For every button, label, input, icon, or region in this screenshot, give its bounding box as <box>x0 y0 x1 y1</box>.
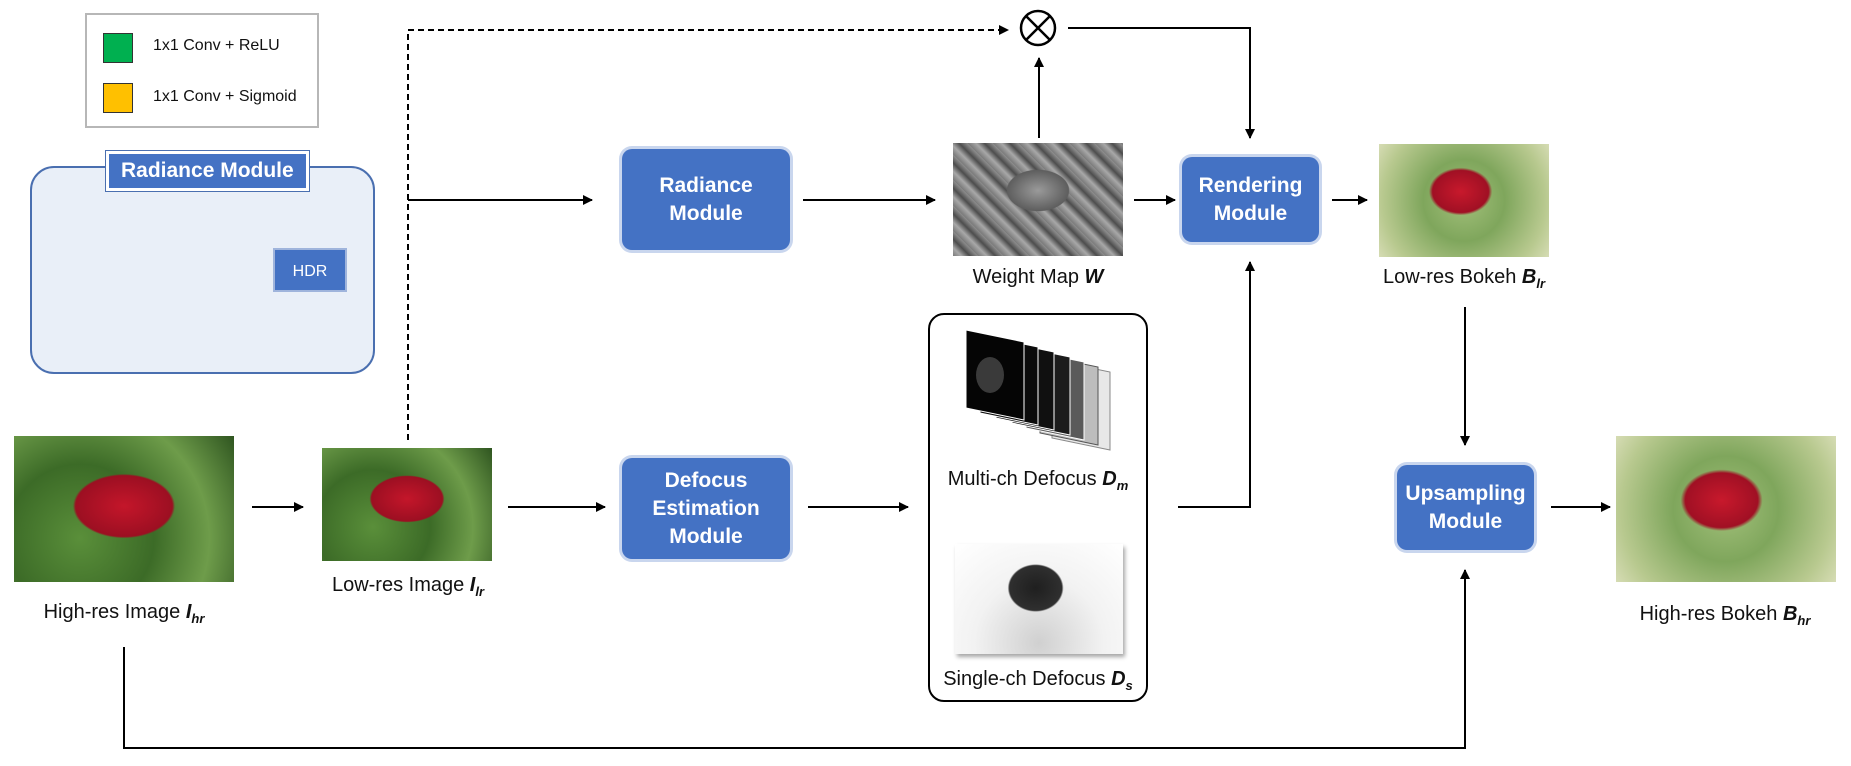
legend-sigmoid-label: 1x1 Conv + Sigmoid <box>153 88 297 105</box>
low-res-bokeh-label: Low-res Bokeh Blr <box>1382 266 1546 291</box>
low-res-image <box>322 448 492 561</box>
multiply-icon <box>1019 9 1057 47</box>
weight-map-label: Weight Map W <box>972 266 1104 288</box>
high-res-image <box>14 436 234 582</box>
radiance-inset-title: Radiance Module <box>106 151 309 191</box>
arrow-hr-skip-to-upsampling <box>123 569 1470 749</box>
high-res-image-label: High-res Image Ihr <box>43 601 205 626</box>
hdr-block: HDR <box>273 248 347 292</box>
single-channel-defocus-label: Single-ch Defocus Ds <box>943 668 1133 693</box>
legend-relu-swatch <box>103 33 133 63</box>
legend: 1x1 Conv + ReLU 1x1 Conv + Sigmoid <box>85 13 319 128</box>
legend-sigmoid-swatch <box>103 83 133 113</box>
weight-map-image <box>953 143 1123 256</box>
dashed-skip-connection <box>407 25 1009 440</box>
legend-relu-label: 1x1 Conv + ReLU <box>153 37 280 54</box>
multi-channel-defocus-label: Multi-ch Defocus Dm <box>947 468 1129 493</box>
high-res-bokeh-label: High-res Bokeh Bhr <box>1639 603 1811 628</box>
low-res-image-label: Low-res Image Ilr <box>331 574 485 599</box>
single-channel-defocus-image <box>955 544 1123 654</box>
low-res-bokeh-image <box>1379 144 1549 257</box>
high-res-bokeh-image <box>1616 436 1836 582</box>
arrow-defocus-to-rendering <box>1178 261 1255 508</box>
multi-channel-defocus-stack <box>965 330 1111 451</box>
arrow-multiply-to-rendering <box>1068 27 1255 139</box>
